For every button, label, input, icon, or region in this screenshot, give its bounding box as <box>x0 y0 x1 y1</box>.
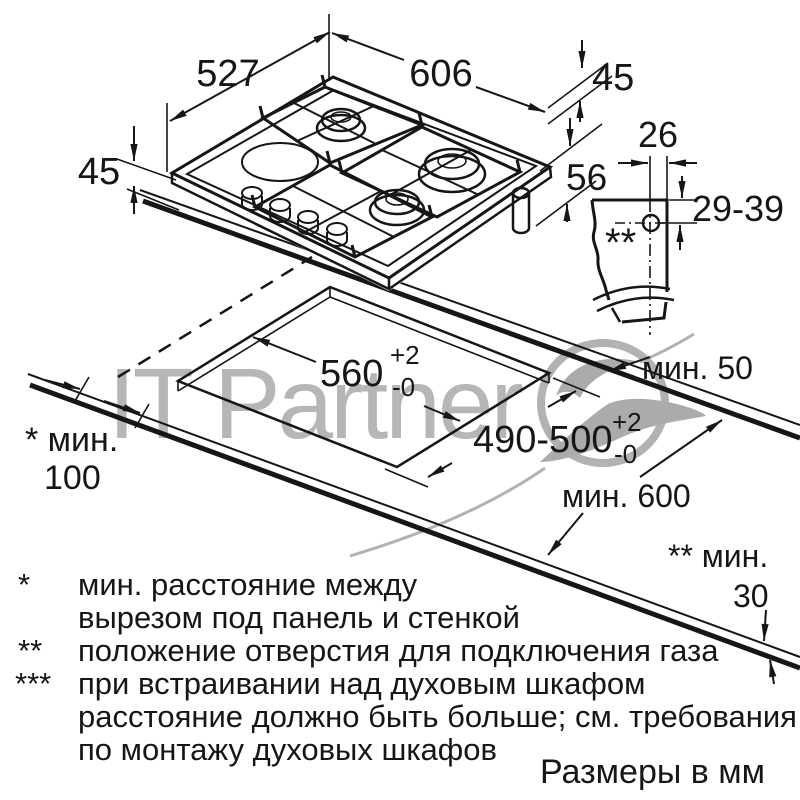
footnote2-line1: положение отверстия для подключения газа <box>78 633 719 668</box>
dimension-26: 26 <box>618 114 697 167</box>
dim-hob-depth: 527 <box>196 53 259 95</box>
dimension-56: 56 <box>535 118 607 227</box>
worktop-drawing <box>27 189 800 671</box>
burner-right <box>417 147 487 194</box>
dimension-45-left: 45 <box>78 126 180 214</box>
support-leg <box>511 186 531 235</box>
dimension-490-500: 490-500 +2 -0 <box>384 377 642 488</box>
hob-drawing <box>168 74 554 292</box>
clearance-thickness-value: 30 <box>733 578 769 614</box>
ext-line <box>552 377 601 398</box>
dim-cutout-depth: 490-500 <box>473 419 612 461</box>
clearance-side-min100: * мин. 100 <box>25 376 150 497</box>
dimension-560: 560 +2 -0 <box>252 336 461 422</box>
clearance-rear-label: мин. 50 <box>642 350 753 386</box>
dim-cutout-depth-tol-minus: -0 <box>614 439 637 469</box>
dimension-527: 527 <box>166 14 331 172</box>
control-knobs <box>241 186 348 247</box>
smooth-zone <box>241 142 319 182</box>
cutout-corner-edges <box>177 287 550 391</box>
ext-line <box>384 468 429 488</box>
dim-body-height: 56 <box>566 157 607 198</box>
wall-top-line <box>139 189 800 426</box>
dimension-29-39: 29-39 <box>676 176 784 250</box>
grate-right <box>338 125 524 219</box>
ext-tick <box>74 376 90 402</box>
dim-cutout-width-tol-minus: -0 <box>392 372 415 402</box>
worktop-front-edge-line <box>27 373 800 658</box>
dimension-606: 606 <box>331 32 546 113</box>
hob-inner-rim <box>184 88 539 268</box>
ext-line <box>535 180 597 227</box>
burner-front <box>368 188 426 227</box>
footnote3-marker: *** <box>15 666 51 701</box>
dim-cutout-width-tol-plus: +2 <box>390 340 420 370</box>
dim-cutout-width: 560 <box>320 353 383 395</box>
dim-cutout-depth-tol-plus: +2 <box>612 407 642 437</box>
footnote1-marker: * <box>18 567 30 602</box>
clearance-side-label: * мин. <box>25 421 118 459</box>
gas-position-marker: ** <box>605 221 636 265</box>
clearance-side-value: 100 <box>44 459 101 497</box>
ext-line <box>116 158 177 181</box>
footnotes: * мин. расстояние между вырезом под пане… <box>15 567 797 767</box>
break-lines <box>592 285 675 313</box>
gas-connection-detail <box>588 156 697 335</box>
ext-line <box>547 75 613 125</box>
ext-line <box>547 62 609 109</box>
clearance-rear-min50: мин. 50 <box>608 350 753 386</box>
ext-line <box>539 123 603 172</box>
gas-detail-left-lower <box>610 307 622 323</box>
clearance-counter-depth-min600: мин. 600 <box>547 419 723 556</box>
dim-overhang-right: 45 <box>592 57 634 99</box>
footnote1-line2: вырезом под панель и стенкой <box>78 600 520 635</box>
footnote3-line1: при встраивании над духовым шкафом <box>78 666 645 701</box>
footnote3-line3: по монтажу духовых шкафов <box>78 732 497 767</box>
worktop-front-thick-line <box>29 382 800 671</box>
dim-gas-offset-v: 29-39 <box>692 188 784 229</box>
watermark-text: IT Partner <box>108 348 522 460</box>
footnote3-line2: расстояние должно быть больше; см. требо… <box>78 699 797 734</box>
dimension-45-right: 45 <box>547 40 634 125</box>
wall-thick-line <box>142 198 800 441</box>
dim-hob-width: 606 <box>409 53 472 95</box>
ext-tick <box>134 403 150 429</box>
footnote2-marker: ** <box>18 633 42 668</box>
clearance-thickness-label: ** мин. <box>668 538 768 574</box>
units-note: Размеры в мм <box>540 753 765 791</box>
clearance-counter-depth-label: мин. 600 <box>562 478 691 514</box>
cutout-outline <box>175 285 552 469</box>
dim-gas-offset-h: 26 <box>638 114 678 155</box>
footnote1-line1: мин. расстояние между <box>78 567 418 602</box>
clearance-thickness-min30: ** мин. 30 <box>668 538 777 685</box>
gas-detail-left-edge <box>590 199 611 301</box>
dim-overhang-left: 45 <box>78 151 120 193</box>
